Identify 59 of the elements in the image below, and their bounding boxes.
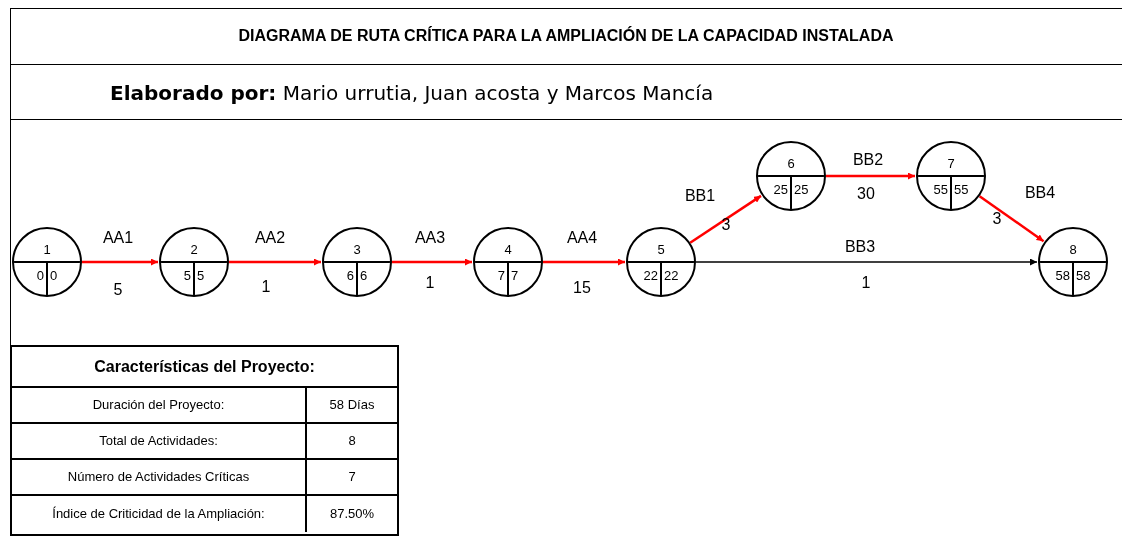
early-time: 7 [496, 268, 505, 284]
table-cell-text: Duración del Proyecto: [92, 396, 225, 415]
arrow [826, 172, 915, 180]
activity-label: BB1 [684, 186, 716, 206]
activity-label: BB4 [1024, 183, 1056, 203]
duration-label: 15 [573, 278, 591, 298]
activity-label: AA3 [414, 228, 446, 248]
activity-label: AA1 [102, 228, 134, 248]
activity-label: AA2 [254, 228, 286, 248]
table-cell-text: Índice de Criticidad de la Ampliación: [52, 505, 265, 524]
node-number: 3 [352, 242, 362, 258]
author-line: Elaborado por: Mario urrutia, Juan acosta y Marcos Mancía [110, 80, 714, 107]
table-heading: Características del Proyecto: [94, 356, 315, 377]
activity-label: BB3 [844, 237, 876, 257]
arrow [543, 258, 625, 266]
late-time: 6 [360, 268, 369, 284]
duration-label: 1 [425, 273, 435, 293]
arrow [229, 258, 321, 266]
duration-label: 3 [721, 215, 731, 235]
early-time: 5 [182, 268, 191, 284]
node-number: 5 [656, 242, 666, 258]
node-number: 7 [946, 156, 956, 172]
activity-label: AA4 [566, 228, 598, 248]
table-cell-text: 87.50% [329, 505, 375, 524]
early-time: 55 [932, 182, 948, 198]
late-time: 7 [511, 268, 520, 284]
late-time: 22 [664, 268, 680, 284]
late-time: 58 [1076, 268, 1092, 284]
diagram-title: DIAGRAMA DE RUTA CRÍTICA PARA LA AMPLIACIÓN DE LA CAPACIDAD INSTALADA [237, 25, 895, 46]
duration-label: 1 [861, 273, 871, 293]
node-number: 4 [503, 242, 513, 258]
late-time: 55 [954, 182, 970, 198]
activity-label: BB2 [852, 150, 884, 170]
arrow [978, 195, 1045, 243]
early-time: 6 [345, 268, 354, 284]
node-number: 2 [189, 242, 199, 258]
node-number: 1 [42, 242, 52, 258]
arrow [695, 258, 1038, 266]
late-time: 25 [794, 182, 810, 198]
early-time: 0 [35, 268, 44, 284]
arrow [392, 258, 472, 266]
duration-label: 30 [857, 184, 875, 204]
duration-label: 5 [113, 280, 123, 300]
node-number: 6 [786, 156, 796, 172]
table-cell-text: Número de Actividades Críticas [67, 468, 250, 487]
early-time: 22 [642, 268, 658, 284]
table-cell-text: 7 [348, 468, 356, 487]
table-cell-text: 58 Días [329, 396, 375, 415]
arrow [689, 194, 762, 244]
duration-label: 3 [992, 209, 1002, 229]
early-time: 58 [1054, 268, 1070, 284]
arrow [82, 258, 158, 266]
late-time: 5 [197, 268, 206, 284]
table-cell-text: Total de Actividades: [99, 432, 218, 451]
node-number: 8 [1068, 242, 1078, 258]
late-time: 0 [50, 268, 59, 284]
duration-label: 1 [261, 277, 271, 297]
table-cell-text: 8 [348, 432, 356, 451]
early-time: 25 [772, 182, 788, 198]
